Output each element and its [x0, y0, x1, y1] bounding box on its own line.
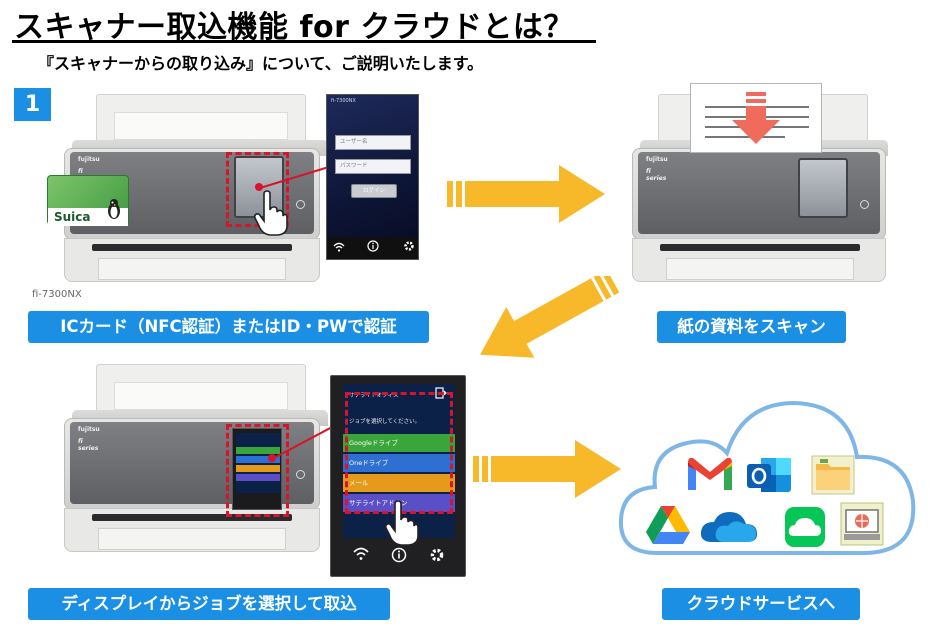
username-field[interactable]: ユーザー名	[335, 135, 411, 150]
ic-card-label: Suica	[54, 210, 91, 224]
gear-icon[interactable]	[429, 547, 445, 567]
google-drive-icon	[645, 504, 691, 550]
highlight-dot-1	[255, 183, 263, 191]
outlook-icon	[745, 454, 793, 500]
arrow-right-1	[447, 165, 607, 229]
satellite-addon-icon	[840, 502, 884, 550]
wifi-icon	[353, 547, 369, 565]
scanner-model-label: fi-7300NX	[32, 289, 82, 300]
arrow-right-2	[473, 440, 623, 504]
job-list-highlight	[345, 392, 453, 514]
label-scan: 紙の資料をスキャン	[657, 311, 846, 343]
screen-highlight-1	[226, 152, 289, 227]
onedrive-icon	[700, 510, 758, 548]
screen-highlight-2	[226, 424, 289, 517]
job-screen-title: サテライトオフィス	[349, 393, 399, 399]
wifi-icon	[333, 242, 345, 255]
login-button[interactable]: ログイン	[351, 184, 397, 198]
label-to-cloud: クラウドサービスへ	[662, 588, 860, 620]
label-select-job: ディスプレイからジョブを選択して取込	[28, 588, 390, 620]
gear-icon[interactable]	[403, 240, 415, 255]
step-number-badge: 1	[14, 88, 51, 121]
mini-job-screen	[232, 428, 282, 510]
label-authenticate: ICカード（NFC認証）またはID・PWで認証	[28, 311, 429, 343]
line-icon	[784, 506, 826, 552]
page-subtitle: 『スキャナーからの取り込み』について、ご説明いたします。	[38, 54, 484, 73]
down-arrow-icon	[732, 92, 780, 148]
penguin-icon	[106, 198, 122, 220]
login-screen-panel: fi-7300NX ユーザー名 パスワード ログイン	[326, 94, 419, 260]
title-underline	[12, 40, 596, 43]
ic-card-suica: Suica	[47, 175, 129, 226]
login-screen-toolbar	[327, 237, 418, 259]
file-folder-icon	[810, 454, 856, 500]
job-google-drive[interactable]: Googleドライブ	[343, 434, 455, 452]
page-title: スキャナー取込機能 for クラウドとは？	[14, 10, 574, 45]
arrow-down-left	[470, 269, 620, 375]
info-icon[interactable]	[391, 547, 407, 567]
gmail-icon	[686, 456, 734, 496]
login-screen-model: fi-7300NX	[331, 98, 356, 104]
pointing-hand-icon	[252, 190, 288, 240]
pointing-hand-icon-2	[383, 500, 419, 550]
password-field[interactable]: パスワード	[335, 159, 411, 174]
job-mail[interactable]: メール	[343, 474, 455, 492]
info-icon[interactable]	[367, 240, 379, 255]
job-screen-toolbar	[331, 544, 467, 574]
job-onedrive[interactable]: Oneドライブ	[343, 454, 455, 472]
job-screen-prompt: ジョブを選択してください。	[349, 419, 421, 425]
